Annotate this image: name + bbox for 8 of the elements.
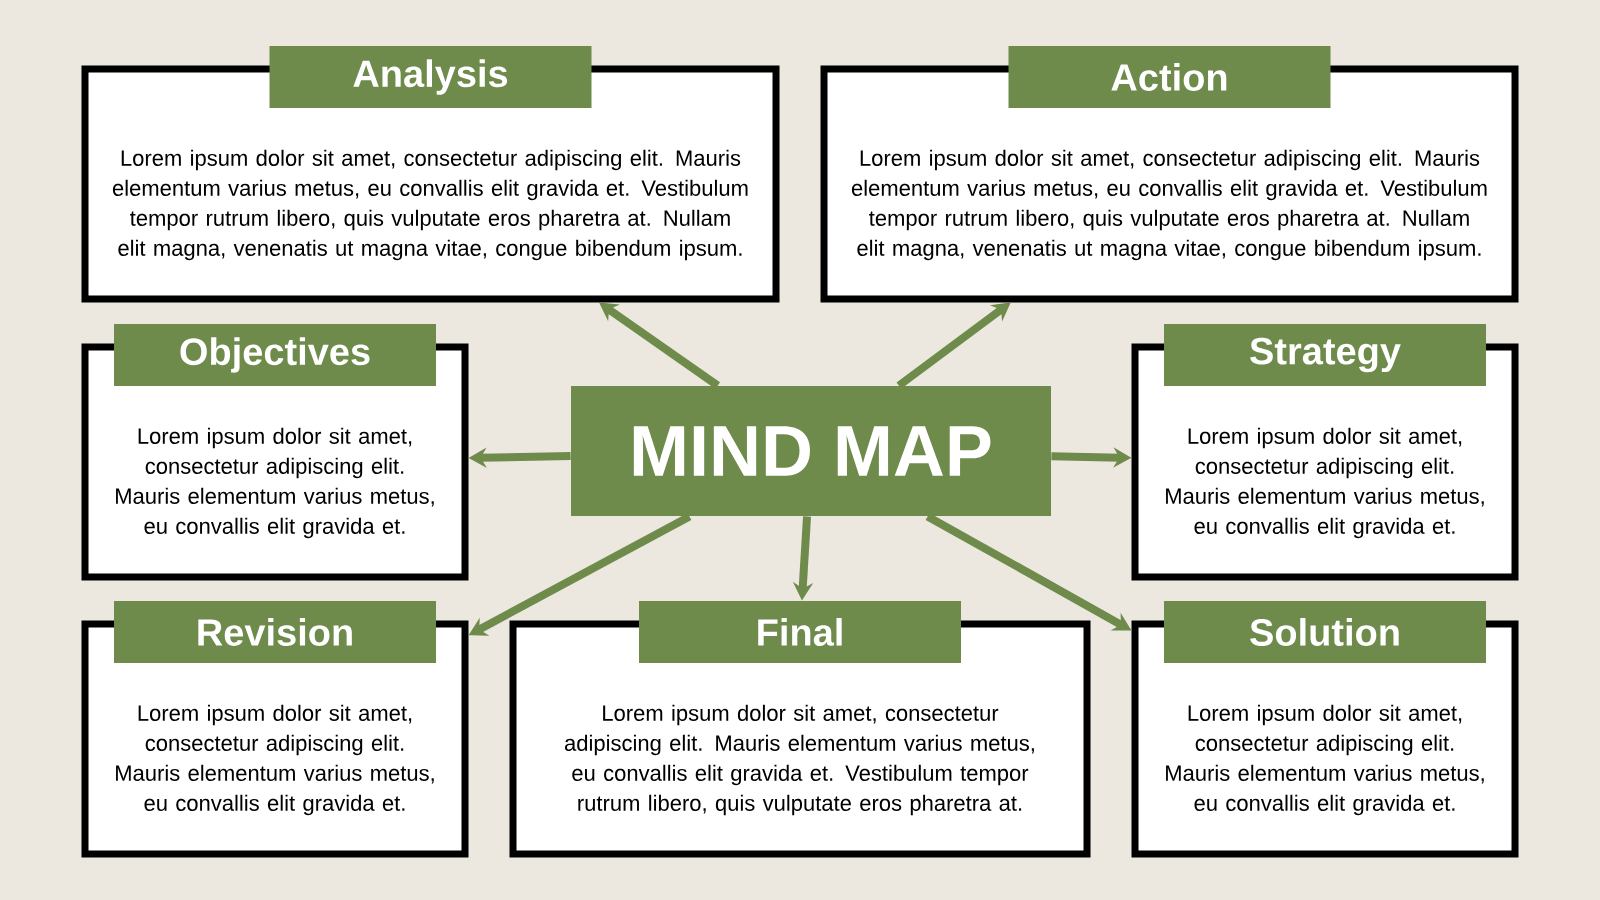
heading-banner: Final xyxy=(639,601,961,663)
heading-banner: Revision xyxy=(114,601,436,663)
heading-banner: Action xyxy=(1008,46,1331,108)
heading-banner: Analysis xyxy=(269,46,592,108)
heading-banner: Objectives xyxy=(114,324,436,386)
heading-banner: Solution xyxy=(1164,601,1486,663)
heading-banner: Strategy xyxy=(1164,324,1486,386)
title-banner: MIND MAP xyxy=(571,386,1051,516)
